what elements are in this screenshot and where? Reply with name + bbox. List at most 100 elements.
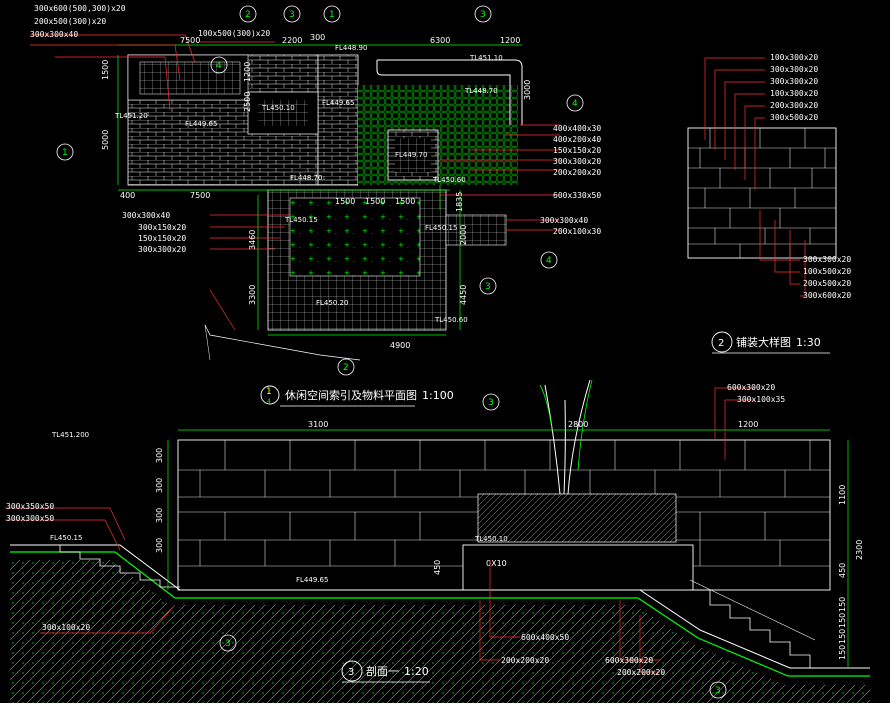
dim-text: 1200: [243, 62, 252, 82]
dim-text: 2200: [282, 36, 302, 45]
material-callout: 200x300x20: [770, 101, 818, 110]
detail-scale: 1:30: [796, 336, 821, 349]
plan-view: 7500 2200 300 6300 1200 400 7500 1500 15…: [30, 4, 601, 407]
material-callout: 300x100x35: [737, 395, 785, 404]
level-label: TL450.10: [261, 104, 295, 112]
level-label: FL449.70: [395, 151, 427, 159]
level-label: TL451.10: [469, 54, 503, 62]
level-label: TL451.200: [51, 431, 89, 439]
plan-dimension-lines: [117, 44, 522, 336]
dim-text: 3100: [308, 420, 328, 429]
material-callout: 300x300x20: [138, 245, 186, 254]
dim-text: 7500: [190, 191, 210, 200]
material-callout: 600x400x50: [521, 633, 569, 642]
dim-text: 450: [433, 560, 442, 575]
svg-text:1: 1: [62, 148, 68, 158]
tree-trunk: [544, 379, 591, 495]
material-callout: 300x600(500,300)x20: [34, 4, 126, 13]
dim-text: 2500: [243, 92, 252, 112]
plan-callouts-left-lower: 300x300x40 300x150x20 150x150x20 300x300…: [122, 211, 186, 254]
dim-text: 3460: [248, 230, 257, 250]
dim-text: 300: [155, 508, 164, 523]
svg-text:4: 4: [572, 99, 578, 109]
dim-text: 1200: [738, 420, 758, 429]
dim-text: 1500: [335, 197, 355, 206]
level-label: TL450.60: [434, 316, 468, 324]
detail-callouts: 100x300x20 300x300x20 300x300x20 100x300…: [770, 53, 851, 300]
section-callouts: 600x300x20 300x100x35 300x350x50 300x300…: [6, 383, 785, 677]
detail-index-number: 2: [718, 338, 724, 349]
detail-view: 100x300x20 300x300x20 300x300x20 100x300…: [687, 53, 851, 354]
dim-text: 4450: [459, 285, 468, 305]
dim-text: 150: [838, 597, 847, 612]
dim-text: 1835: [455, 192, 464, 212]
section-view: 3100 2800 1200 300 300 300 300 1100 2300…: [5, 379, 870, 703]
plan-scale: 1:100: [422, 389, 454, 402]
dim-text: 150: [838, 645, 847, 660]
dim-text: 1100: [838, 485, 847, 505]
section-planter: [462, 544, 694, 591]
plan-index-number: 1: [266, 387, 272, 397]
detail-paving-swatch: [687, 127, 837, 259]
material-callout: 300x300x40: [30, 30, 78, 39]
svg-text:3: 3: [488, 398, 494, 408]
dim-text: 450: [838, 563, 847, 578]
material-callout: 300x300x40: [540, 216, 588, 225]
material-callout: 300x100x20: [42, 623, 90, 632]
plan-title: 休闲空间索引及物料平面图: [285, 388, 417, 402]
dim-text: 1500: [395, 197, 415, 206]
material-callout: 200x100x30: [553, 227, 601, 236]
section-slope: [10, 544, 870, 669]
dim-text: 300: [155, 538, 164, 553]
level-label: TL450.10: [474, 535, 508, 543]
dim-text: 150: [838, 629, 847, 644]
section-levels: TL451.200 FL450.15 TL450.10 FL449.65: [50, 431, 508, 584]
material-callout: 200x500x20: [803, 279, 851, 288]
plan-index-sheet: 4: [267, 398, 271, 405]
svg-text:2: 2: [245, 10, 251, 20]
svg-text:1: 1: [329, 10, 335, 20]
svg-text:2: 2: [343, 363, 349, 373]
dim-text: 7500: [180, 36, 200, 45]
svg-text:3: 3: [480, 10, 486, 20]
material-callout: 150x150x20: [553, 146, 601, 155]
svg-text:3: 3: [715, 686, 721, 696]
level-label: TL450.60: [432, 176, 466, 184]
material-callout: 300x300x20: [553, 157, 601, 166]
section-title-block: 3 剖面一 1:20: [341, 660, 430, 683]
dim-text: 2300: [855, 540, 864, 560]
dim-text: 300: [155, 478, 164, 493]
level-label: FL450.15: [50, 534, 82, 542]
material-callout: 200x200x20: [553, 168, 601, 177]
dim-text: 400: [120, 191, 135, 200]
material-callout: 300x300x40: [122, 211, 170, 220]
dim-text: 3300: [248, 285, 257, 305]
material-callout: 300x350x50: [6, 502, 54, 511]
material-callout: 200x200x20: [617, 668, 665, 677]
level-label: FL450.15: [425, 224, 457, 232]
dim-text: 300: [310, 33, 325, 42]
material-callout: 400x200x40: [553, 135, 601, 144]
svg-text:3: 3: [225, 639, 231, 649]
material-callout: 200x200x20: [501, 656, 549, 665]
material-callout: 300x300x20: [770, 77, 818, 86]
svg-text:4: 4: [216, 61, 222, 71]
dim-text: 1500: [365, 197, 385, 206]
material-callout: 600x330x50: [553, 191, 601, 200]
section-dims: 3100 2800 1200 300 300 300 300 1100 2300…: [155, 420, 864, 660]
dim-text: 6300: [430, 36, 450, 45]
dim-text: 150: [838, 613, 847, 628]
dim-text: 0X10: [486, 559, 507, 568]
section-scale: 1:20: [404, 665, 429, 678]
section-index-number: 3: [348, 667, 354, 678]
svg-text:3: 3: [485, 282, 491, 292]
plan-title-block: 1 4 休闲空间索引及物料平面图 1:100: [260, 385, 454, 407]
plan-dim-text: 7500 2200 300 6300 1200 400 7500 1500 15…: [120, 33, 520, 350]
level-label: FL450.20: [316, 299, 348, 307]
material-callout: 600x300x20: [727, 383, 775, 392]
material-callout: 100x500(300)x20: [198, 29, 270, 38]
material-callout: 100x300x20: [770, 53, 818, 62]
material-callout: 100x300x20: [770, 89, 818, 98]
plan-leaders: [30, 34, 560, 331]
